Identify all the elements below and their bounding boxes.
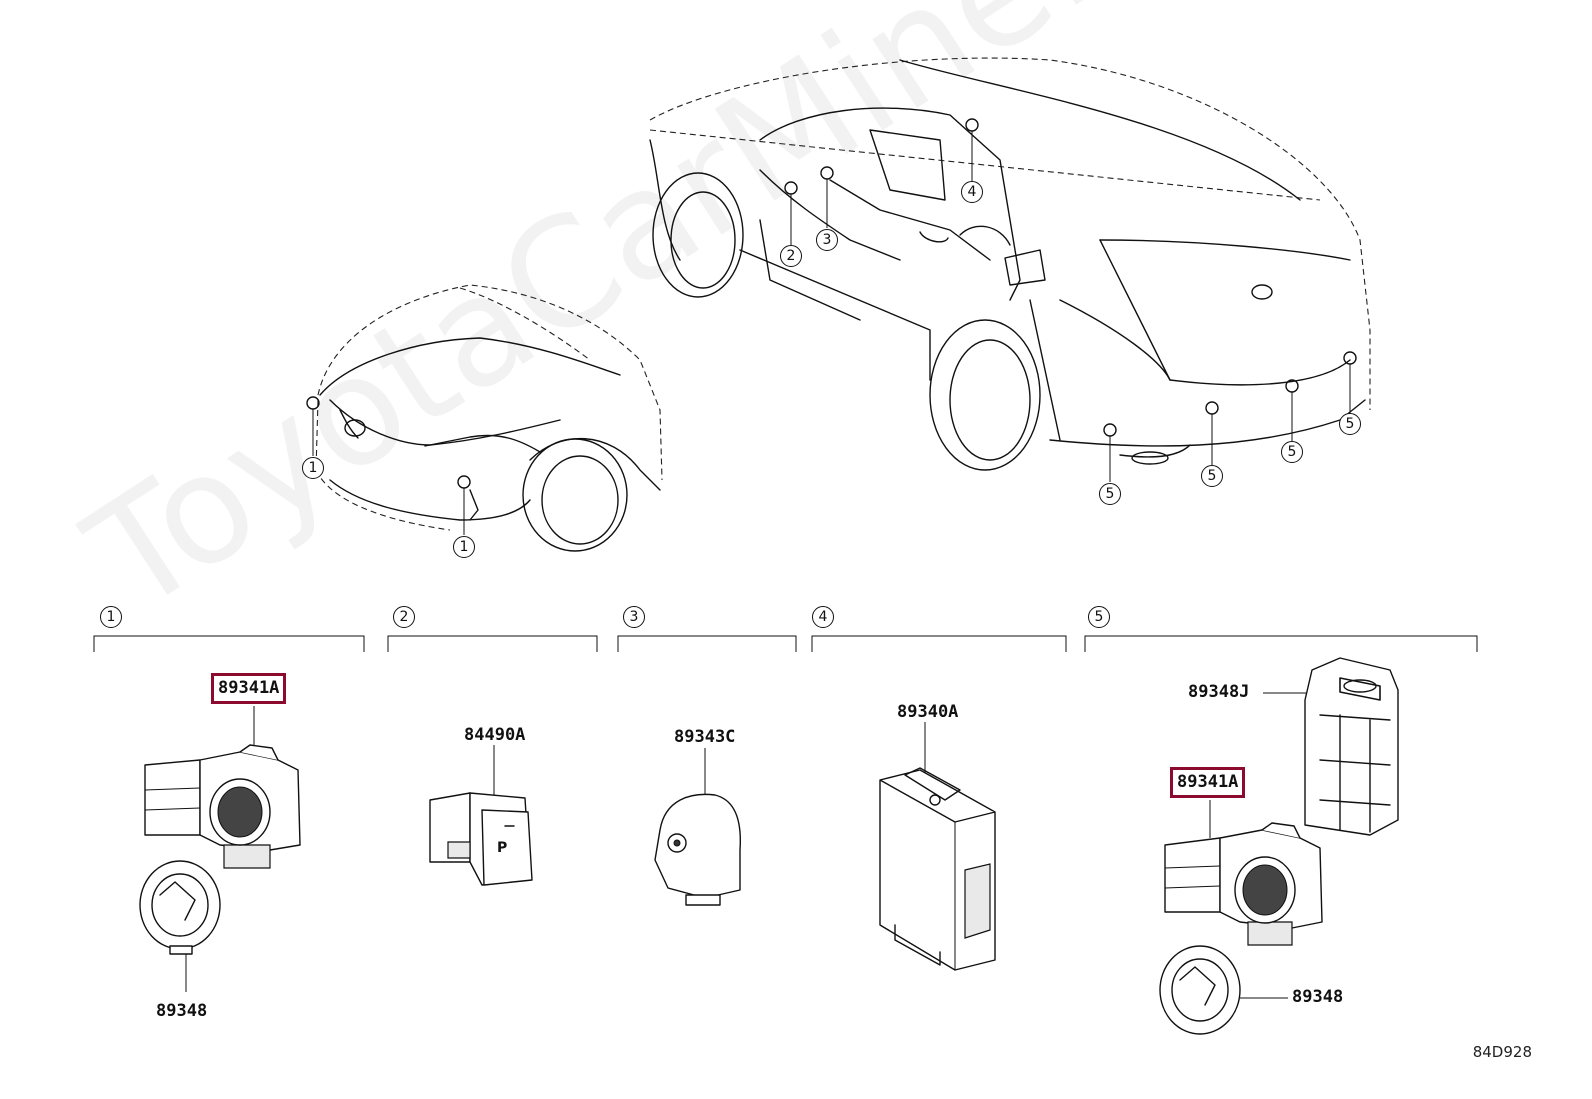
rear-car-drawing <box>649 57 1371 471</box>
callout-5-rear-d: 5 <box>1339 413 1361 435</box>
section-3-header: 3 <box>623 606 645 628</box>
section-brackets <box>93 635 1478 652</box>
callout-5-rear-a: 5 <box>1099 483 1121 505</box>
part-label-89340a[interactable]: 89340A <box>897 702 959 722</box>
part-label-89348-front[interactable]: 89348 <box>156 1001 208 1021</box>
section-4-header: 4 <box>812 606 834 628</box>
vehicle-callout-markers <box>306 118 1357 535</box>
part-label-89348j[interactable]: 89348J <box>1188 682 1250 702</box>
callout-1-front-right: 1 <box>453 536 475 558</box>
diagram-reference-code: 84D928 <box>1472 1043 1532 1061</box>
ecu-drawing <box>879 722 996 971</box>
callout-5-rear-c: 5 <box>1281 441 1303 463</box>
part-label-89341a-rear[interactable]: 89341A <box>1169 767 1246 798</box>
switch-p-glyph: P <box>497 840 508 856</box>
part-label-89348-rear[interactable]: 89348 <box>1292 987 1344 1007</box>
front-car-drawing <box>315 284 663 552</box>
part-label-89341a-front[interactable]: 89341A <box>210 673 287 704</box>
part-label-84490a[interactable]: 84490A <box>464 725 526 745</box>
section-5-header: 5 <box>1088 606 1110 628</box>
callout-3-vehicle: 3 <box>816 229 838 251</box>
callout-5-rear-b: 5 <box>1201 465 1223 487</box>
switch-drawing <box>429 745 533 886</box>
callout-1-front-left: 1 <box>302 457 324 479</box>
section-2-header: 2 <box>393 606 415 628</box>
front-sensor-drawing <box>139 706 301 992</box>
rear-sensor-drawing <box>1159 657 1399 1035</box>
callout-2-vehicle: 2 <box>780 245 802 267</box>
buzzer-drawing <box>654 748 742 906</box>
part-label-89343c[interactable]: 89343C <box>674 727 736 747</box>
section-1-header: 1 <box>100 606 122 628</box>
callout-4-vehicle: 4 <box>961 181 983 203</box>
